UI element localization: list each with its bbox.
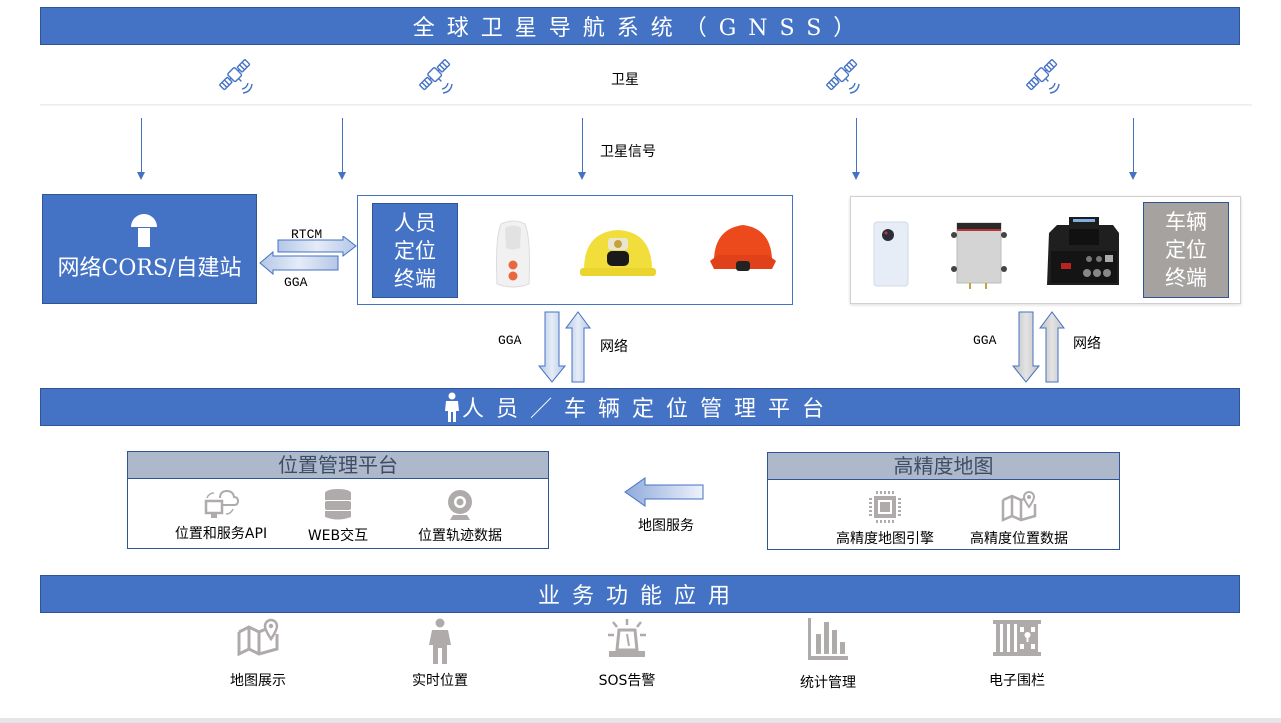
cors-station-box: 网络CORS/自建站 bbox=[42, 194, 257, 304]
chip-icon bbox=[869, 491, 901, 523]
black-vehicle-host[interactable] bbox=[1043, 215, 1123, 289]
signal-arrow bbox=[137, 118, 145, 180]
database-icon bbox=[325, 489, 351, 520]
vehicle-terminal-label: 车辆 定位 终端 bbox=[1143, 202, 1229, 298]
gray-vehicle-box[interactable] bbox=[951, 221, 1007, 291]
satellite-icon bbox=[1022, 55, 1062, 95]
network-up-arrow bbox=[565, 311, 591, 383]
map-service-label: 地图服务 bbox=[638, 518, 694, 534]
vehicle-network-label: 网络 bbox=[1073, 336, 1101, 352]
satellite-icon bbox=[822, 55, 862, 95]
location-platform-panel: 位置管理平台 位置和服务API WEB交互 位置轨迹数据 bbox=[127, 451, 549, 549]
satellite-label: 卫星 bbox=[611, 72, 639, 88]
trajectory-data-item[interactable]: 位置轨迹数据 bbox=[400, 489, 520, 545]
vehicle-gga-label: GGA bbox=[973, 333, 997, 348]
person-icon bbox=[444, 392, 459, 422]
gga-down-arrow bbox=[1012, 311, 1041, 383]
map-service-arrow bbox=[624, 477, 704, 507]
cloud-sync-icon bbox=[204, 489, 239, 518]
personnel-link-arrows bbox=[538, 311, 591, 383]
platform-title: 人员／车辆定位管理平台 bbox=[461, 397, 836, 422]
personnel-gga-label: GGA bbox=[498, 333, 522, 348]
business-banner: 业务功能应用 bbox=[40, 575, 1240, 613]
signal-arrow bbox=[1129, 118, 1137, 180]
person-icon bbox=[429, 618, 451, 664]
signal-arrow bbox=[338, 118, 346, 180]
platform-banner: 人员／车辆定位管理平台 bbox=[40, 388, 1240, 426]
app-realtime-location[interactable]: 实时位置 bbox=[380, 618, 500, 690]
webcam-icon bbox=[448, 490, 472, 520]
personnel-network-label: 网络 bbox=[600, 339, 628, 355]
cors-label: 网络CORS/自建站 bbox=[57, 256, 242, 281]
label-line: 定位 bbox=[394, 239, 436, 263]
gga-arrow bbox=[259, 250, 339, 276]
gnss-title: 全球卫星导航系统（GNSS） bbox=[412, 16, 868, 41]
map-pin-icon bbox=[237, 618, 279, 657]
app-label: 统计管理 bbox=[800, 675, 856, 691]
personnel-terminal-label: 人员 定位 终端 bbox=[372, 203, 458, 298]
gnss-title-banner: 全球卫星导航系统（GNSS） bbox=[40, 7, 1240, 45]
item-label: WEB交互 bbox=[307, 528, 369, 544]
hd-map-engine-item[interactable]: 高精度地图引擎 bbox=[820, 490, 950, 548]
label-line: 终端 bbox=[394, 267, 436, 291]
web-interaction-item[interactable]: WEB交互 bbox=[298, 489, 378, 545]
map-pin-icon bbox=[1001, 490, 1037, 522]
gga-label: GGA bbox=[284, 275, 308, 290]
hd-location-data-item[interactable]: 高精度位置数据 bbox=[954, 490, 1084, 548]
vehicle-terminal-frame: 车辆 定位 终端 bbox=[850, 196, 1241, 304]
white-vehicle-tracker[interactable] bbox=[873, 221, 909, 287]
page-bottom-bar bbox=[0, 718, 1281, 723]
location-api-item[interactable]: 位置和服务API bbox=[166, 489, 276, 543]
app-label: 实时位置 bbox=[412, 673, 468, 689]
yellow-helmet-device[interactable] bbox=[578, 226, 658, 280]
label-line: 车辆 bbox=[1165, 210, 1207, 234]
alarm-light-icon bbox=[608, 619, 646, 657]
app-geofence[interactable]: 电子围栏 bbox=[957, 618, 1077, 690]
signal-arrow bbox=[852, 118, 860, 180]
bar-chart-icon bbox=[808, 618, 848, 660]
location-platform-title: 位置管理平台 bbox=[128, 452, 548, 479]
app-label: SOS告警 bbox=[598, 673, 656, 689]
orange-helmet-device[interactable] bbox=[708, 221, 778, 281]
hd-map-panel: 高精度地图 高精度地图引擎 高精度位置数据 bbox=[767, 452, 1120, 550]
personnel-terminal-frame: 人员 定位 终端 bbox=[357, 195, 793, 305]
item-label: 高精度位置数据 bbox=[970, 531, 1068, 547]
label-line: 人员 bbox=[394, 211, 436, 235]
item-label: 高精度地图引擎 bbox=[836, 531, 934, 547]
app-statistics[interactable]: 统计管理 bbox=[768, 618, 888, 692]
satellite-icon bbox=[215, 55, 255, 95]
divider bbox=[40, 104, 1252, 106]
badge-locator-device[interactable] bbox=[493, 218, 533, 290]
gga-down-arrow bbox=[538, 311, 567, 383]
item-label: 位置和服务API bbox=[174, 526, 268, 542]
rtcm-gga-arrows bbox=[259, 236, 357, 276]
app-label: 电子围栏 bbox=[989, 673, 1045, 689]
rtcm-arrow bbox=[277, 236, 357, 258]
app-label: 地图展示 bbox=[230, 673, 286, 689]
fence-icon bbox=[993, 620, 1041, 656]
network-up-arrow bbox=[1039, 311, 1065, 383]
label-line: 终端 bbox=[1165, 266, 1207, 290]
label-line: 定位 bbox=[1165, 238, 1207, 262]
item-label: 位置轨迹数据 bbox=[418, 528, 502, 544]
rtcm-label: RTCM bbox=[291, 227, 323, 242]
satellite-signal-label: 卫星信号 bbox=[600, 144, 656, 160]
antenna-icon bbox=[131, 214, 157, 247]
hd-map-title: 高精度地图 bbox=[768, 453, 1119, 480]
business-title: 业务功能应用 bbox=[537, 584, 742, 609]
vehicle-link-arrows bbox=[1012, 311, 1065, 383]
app-map-display[interactable]: 地图展示 bbox=[198, 618, 318, 690]
satellite-icon bbox=[415, 55, 455, 95]
app-sos-alarm[interactable]: SOS告警 bbox=[567, 618, 687, 690]
signal-arrow bbox=[578, 118, 586, 180]
